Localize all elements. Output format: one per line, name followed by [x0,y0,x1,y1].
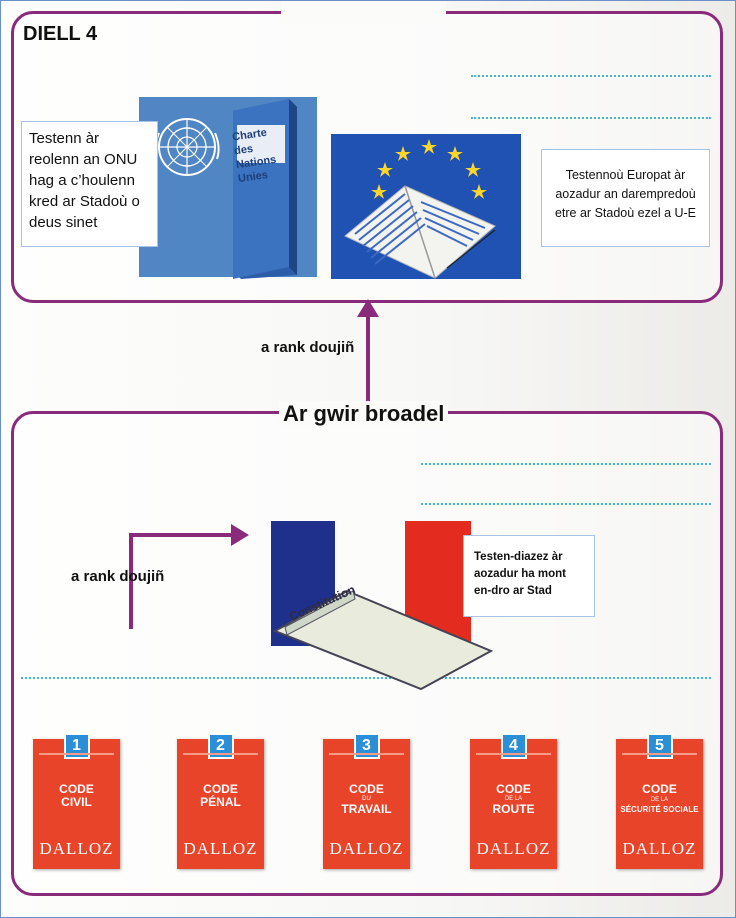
up-arrow-icon [357,299,379,407]
book-edge [183,753,258,755]
publisher-label: DALLOZ [476,839,551,858]
constitution-document-icon [272,589,494,691]
upper-arrow-label: a rank doujiñ [261,339,355,356]
code-number-badge: 2 [207,733,234,759]
state-text-note: Testen-diazez àr aozadur ha mont en-dro … [463,535,595,617]
code-small-word: DE LA [650,797,669,803]
code-line2: SÉCURITÉ SOCIALE [620,805,699,814]
code-book: 4 CODE DE LA ROUTE DALLOZ [470,733,557,869]
code-book: 5 CODE DE LA SÉCURITÉ SOCIALE DALLOZ [616,733,703,869]
national-law-title: Ar gwir broadel [279,401,449,427]
state-text-note-content: Testen-diazez àr aozadur ha mont en-dro … [474,551,567,597]
code-title: CODE PÉNAL [177,783,264,809]
eu-text-note-content: Testennoù Europat àr aozadur an darempre… [554,168,697,220]
code-line2: CIVIL [61,795,92,809]
document-title: DIELL 4 [23,23,98,45]
code-book: 1 CODE CIVIL DALLOZ [33,733,120,869]
code-number-badge: 5 [646,733,673,759]
book-edge [476,753,551,755]
publisher-label: DALLOZ [183,839,258,858]
code-line1: CODE [203,782,238,796]
open-treaty-book-icon [344,185,496,279]
code-line1: CODE [496,782,531,796]
code-line1: CODE [59,782,94,796]
code-number-badge: 1 [63,733,90,759]
un-text-note: Testenn àr reolenn an ONU hag a c’houlen… [21,121,158,247]
code-small-word: DU [362,796,371,802]
code-line2: ROUTE [492,802,535,816]
eu-stars-icon [371,139,487,199]
un-emblem-icon [154,118,220,176]
eu-flag-background [331,134,521,279]
dotted-line [421,463,711,465]
eu-text-note: Testennoù Europat àr aozadur an darempre… [541,149,710,247]
un-text-note-content: Testenn àr reolenn an ONU hag a c’houlen… [29,130,140,231]
code-line2: TRAVAIL [341,802,392,816]
publisher-label: DALLOZ [622,839,697,858]
code-small-word: DE LA [504,796,523,802]
un-charter-book-icon [233,99,297,279]
code-line1: CODE [642,782,677,796]
book-edge [329,753,404,755]
frame-gap [281,1,446,23]
code-title: CODE DU TRAVAIL [323,783,410,816]
lower-arrow-label: a rank doujiñ [71,568,165,585]
dotted-line [21,677,711,679]
code-book: 3 CODE DU TRAVAIL DALLOZ [323,733,410,869]
code-title: CODE CIVIL [33,783,120,809]
code-title: CODE DE LA SÉCURITÉ SOCIALE [616,783,703,816]
code-number-badge: 4 [500,733,527,759]
code-number-badge: 3 [353,733,380,759]
un-charter-book-title: Charte des Nations Unies [231,126,277,186]
dotted-line [471,117,711,119]
publisher-label: DALLOZ [39,839,114,858]
book-edge [39,753,114,755]
book-edge [622,753,697,755]
code-title: CODE DE LA ROUTE [470,783,557,816]
publisher-label: DALLOZ [329,839,404,858]
right-bent-arrow-icon [129,524,249,629]
code-line2: PÉNAL [200,795,241,809]
dotted-line [471,75,711,77]
code-line1: CODE [349,782,384,796]
code-book: 2 CODE PÉNAL DALLOZ [177,733,264,869]
dotted-line [421,503,711,505]
